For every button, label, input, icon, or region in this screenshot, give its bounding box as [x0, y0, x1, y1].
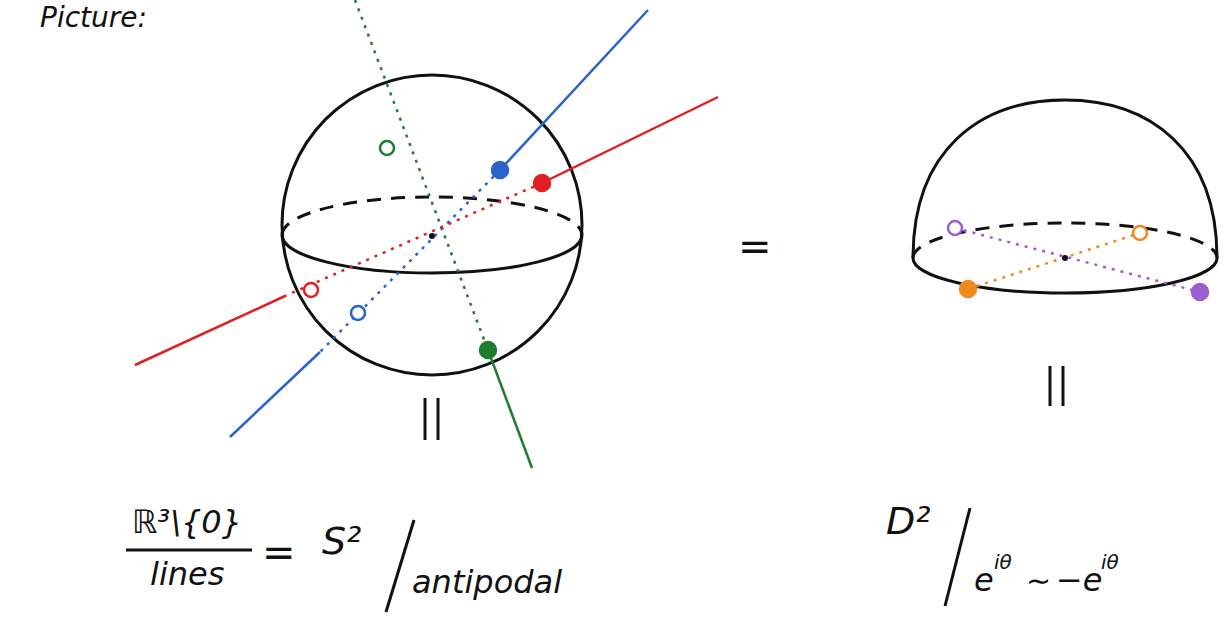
math-label: lines: [150, 558, 224, 590]
open-point: [948, 221, 962, 235]
filled-point: [534, 175, 550, 191]
math-label: D²: [886, 502, 931, 540]
rim-front: [913, 258, 1217, 293]
open-point: [380, 141, 394, 155]
filled-point: [960, 281, 976, 297]
math-label: ∼: [1026, 566, 1051, 596]
quotient-slash: [945, 508, 970, 606]
solid-segment: [500, 10, 648, 170]
blue-line: [230, 10, 648, 437]
math-label: −e: [1056, 564, 1103, 596]
solid-segment: [230, 352, 320, 437]
open-point: [304, 283, 318, 297]
math-label: =: [738, 226, 772, 266]
math-label: ℝ³\{0}: [132, 506, 242, 538]
dotted-segment: [968, 233, 1140, 289]
center-point: [429, 233, 435, 239]
stroke: [1062, 366, 1065, 406]
vertical-equals: [425, 398, 438, 440]
filled-point: [492, 162, 508, 178]
vertical-equals: [1050, 366, 1063, 406]
solid-segment: [542, 97, 718, 183]
math-label: e: [974, 564, 994, 596]
math-label: iθ: [1101, 552, 1119, 572]
filled-point: [480, 342, 496, 358]
open-point: [351, 306, 365, 320]
solid-segment: [135, 296, 285, 365]
sphere-outline: [282, 75, 582, 375]
fraction-bar: [126, 549, 252, 552]
stroke: [437, 398, 440, 440]
sphere-figure: [282, 75, 582, 375]
dotted-segment: [320, 170, 500, 352]
stroke: [424, 398, 427, 440]
filled-point: [1192, 284, 1208, 300]
center-point: [1062, 255, 1068, 261]
dotted-segment: [355, 0, 488, 350]
dome-outline: [913, 100, 1217, 258]
math-label: S²: [322, 522, 361, 560]
solid-segment: [488, 350, 532, 468]
equator-front: [282, 235, 582, 273]
orange-diameter: [960, 226, 1147, 297]
red-line: [135, 97, 718, 365]
math-label: Picture:: [40, 4, 147, 32]
open-point: [1133, 226, 1147, 240]
hemisphere-figure: [913, 100, 1217, 293]
math-label: iθ: [994, 552, 1012, 572]
dotted-segment: [285, 183, 542, 296]
math-label: antipodal: [412, 566, 562, 598]
purple-diameter: [948, 221, 1208, 300]
quotient-slash: [386, 520, 414, 612]
dotted-segment: [955, 228, 1200, 292]
math-label: =: [262, 532, 296, 572]
stroke: [1049, 366, 1052, 406]
green-line: [355, 0, 532, 468]
